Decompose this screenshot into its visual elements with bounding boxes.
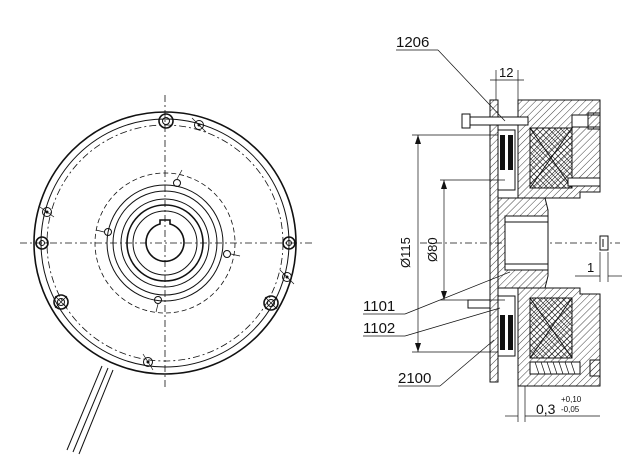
friction-lining-top: [500, 135, 505, 170]
screw-bottom: [467, 299, 601, 377]
hub-screw: [95, 228, 112, 236]
hub-bore: [504, 215, 549, 271]
friction-lining-bottom: [500, 315, 505, 350]
front-view: [20, 95, 315, 455]
rotor-disc-bottom: [497, 295, 516, 357]
friction-lining-bottom: [508, 315, 513, 350]
bore-with-keyway: [145, 219, 185, 263]
mounting-screw: [263, 295, 279, 311]
set-screw-top: [567, 177, 601, 187]
small-screw: [142, 353, 154, 371]
friction-lining-top: [508, 135, 513, 170]
dim-air-gap-upper-tolerance: +0,10: [561, 395, 582, 404]
small-screw: [191, 117, 207, 133]
dim-gap-1: 1: [587, 260, 594, 275]
small-screw: [279, 269, 295, 285]
adjusting-screw-top: [571, 112, 601, 130]
bolt-1206: [461, 113, 529, 129]
end-stud: [599, 235, 609, 251]
dim-air-gap: 0,3: [536, 401, 556, 417]
part-label-2100: 2100: [398, 370, 431, 387]
part-label-1206: 1206: [396, 34, 429, 51]
dim-diameter-80: Ø80: [425, 237, 440, 262]
mounting-screw: [158, 113, 174, 129]
section-view: 12 Ø115 Ø80 1 0,3 +0,10 -0,05: [363, 34, 622, 422]
dim-width-12: 12: [499, 65, 513, 80]
hub-screw: [154, 296, 162, 313]
lead-wires: [66, 365, 114, 455]
mounting-screw: [53, 294, 69, 310]
armature-plate: [489, 99, 499, 383]
part-label-1101: 1101: [363, 298, 395, 315]
part-label-1102: 1102: [363, 320, 395, 337]
hub-screw: [173, 169, 183, 187]
small-screw: [39, 206, 55, 218]
mounting-screw: [35, 236, 49, 250]
dim-diameter-115: Ø115: [398, 237, 413, 268]
dim-air-gap-lower-tolerance: -0,05: [561, 405, 580, 414]
hub-screw: [223, 250, 241, 258]
rotor-disc-top: [497, 129, 516, 191]
mounting-screw: [282, 236, 296, 250]
